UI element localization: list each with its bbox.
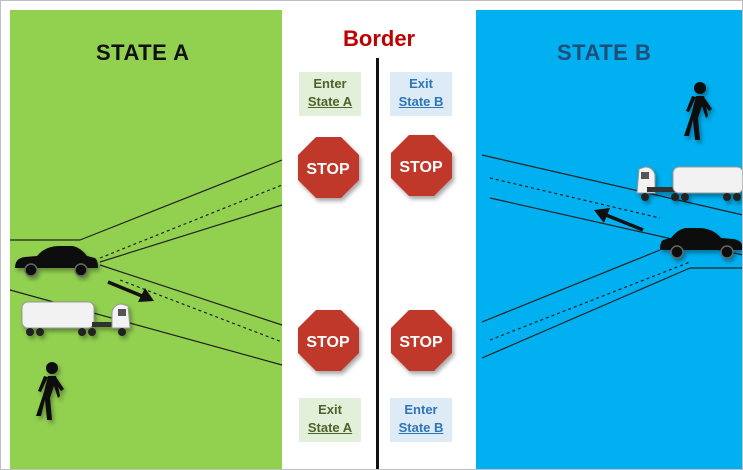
- car-icon: [15, 246, 98, 277]
- car-icon: [660, 228, 743, 259]
- truck-icon: [636, 166, 743, 201]
- gate-label-line1: Enter: [404, 402, 438, 417]
- octagon-stop-icon: [298, 310, 359, 371]
- border-line: [376, 58, 379, 470]
- truck-icon: [21, 301, 131, 336]
- stop-sign: STOP: [298, 310, 359, 371]
- arrow-icon: [107, 280, 154, 302]
- gate-label-line2: State B: [398, 94, 444, 109]
- stop-sign-label: STOP: [306, 161, 350, 178]
- octagon-stop-icon: [391, 310, 452, 371]
- gate-label-line2: State A: [307, 94, 353, 109]
- state-a-title: STATE A: [96, 40, 190, 65]
- gate-label-line2: State B: [398, 420, 444, 435]
- stop-sign-label: STOP: [399, 159, 443, 176]
- gate-label-line1: Exit: [409, 76, 433, 91]
- gate-label-exit-state-b: Exit State B: [390, 72, 452, 116]
- gate-label-line2: State A: [307, 420, 353, 435]
- gate-label-enter-state-a: Enter State A: [299, 72, 361, 116]
- arrow-icon: [594, 208, 644, 232]
- pedestrian-icon: [36, 362, 64, 420]
- stop-sign: STOP: [391, 135, 452, 196]
- stop-sign-label: STOP: [306, 334, 350, 351]
- octagon-stop-icon: [298, 137, 359, 198]
- border-title: Border: [343, 26, 416, 51]
- stop-sign: STOP: [391, 310, 452, 371]
- gate-label-line1: Enter: [313, 76, 347, 91]
- state-b-title: STATE B: [557, 40, 652, 65]
- gate-label-enter-state-b: Enter State B: [390, 398, 452, 442]
- pedestrian-icon: [684, 82, 712, 140]
- stop-sign-label: STOP: [399, 334, 443, 351]
- gate-label-exit-state-a: Exit State A: [299, 398, 361, 442]
- octagon-stop-icon: [391, 135, 452, 196]
- gate-label-line1: Exit: [318, 402, 342, 417]
- stop-sign: STOP: [298, 137, 359, 198]
